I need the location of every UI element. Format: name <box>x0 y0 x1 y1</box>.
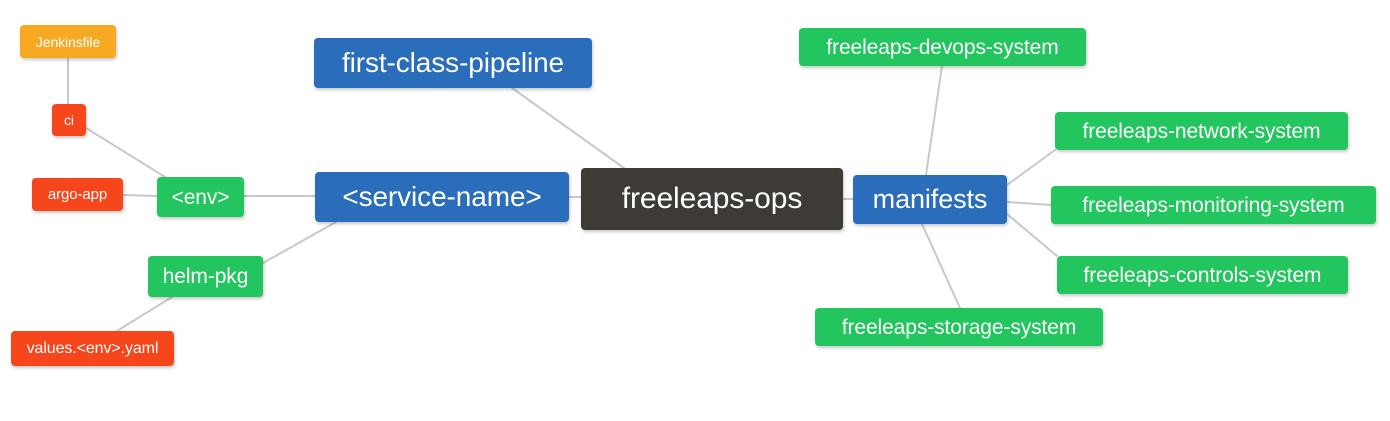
edge-ci-env <box>85 127 171 181</box>
edge-manifests-storage <box>921 223 961 309</box>
edge-manifests-controls <box>1006 213 1058 257</box>
node-service-name[interactable]: <service-name> <box>315 172 569 222</box>
node-env[interactable]: <env> <box>157 177 244 217</box>
node-freeleaps-monitoring-system[interactable]: freeleaps-monitoring-system <box>1051 186 1376 224</box>
node-freeleaps-ops[interactable]: freeleaps-ops <box>581 168 843 230</box>
edge-manifests-network <box>1006 149 1056 186</box>
edge-argo-app-env <box>122 194 158 197</box>
edge-manifests-devops <box>925 65 943 176</box>
edge-manifests-monitoring <box>1006 201 1052 206</box>
node-helm-pkg[interactable]: helm-pkg <box>148 256 263 297</box>
node-freeleaps-storage-system[interactable]: freeleaps-storage-system <box>815 308 1103 346</box>
edge-helm-pkg-values-yaml <box>116 296 173 332</box>
node-first-class-pipeline[interactable]: first-class-pipeline <box>314 38 592 88</box>
node-freeleaps-devops-system[interactable]: freeleaps-devops-system <box>799 28 1086 66</box>
edge-first-class-pipeline-freeleaps-ops <box>511 87 625 169</box>
node-freeleaps-network-system[interactable]: freeleaps-network-system <box>1055 112 1348 150</box>
node-values-yaml[interactable]: values.<env>.yaml <box>11 331 174 366</box>
node-freeleaps-controls-system[interactable]: freeleaps-controls-system <box>1057 256 1348 294</box>
node-manifests[interactable]: manifests <box>853 175 1007 224</box>
node-ci[interactable]: ci <box>52 104 86 136</box>
node-jenkinsfile[interactable]: Jenkinsfile <box>20 25 116 58</box>
node-argo-app[interactable]: argo-app <box>32 178 123 211</box>
edge-service-name-helm-pkg <box>262 221 337 264</box>
